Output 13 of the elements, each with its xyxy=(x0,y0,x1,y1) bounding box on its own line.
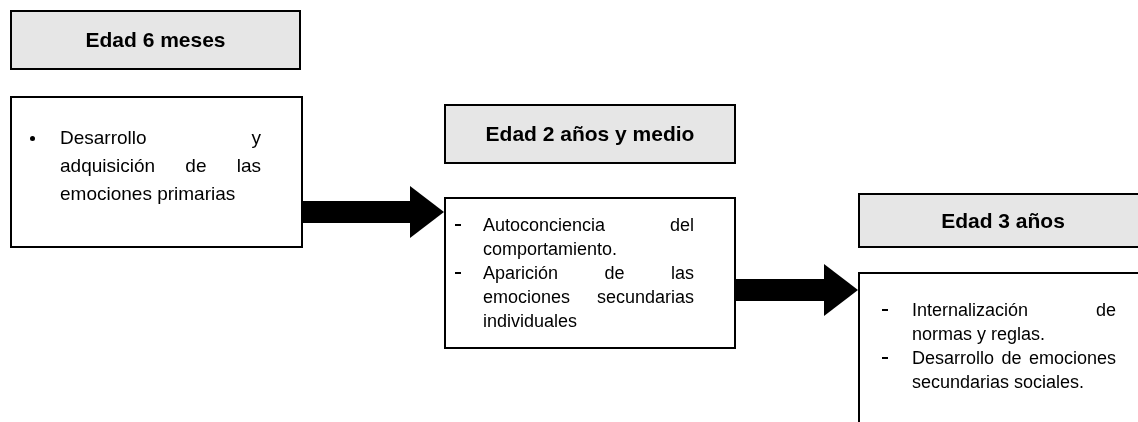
description-box xyxy=(444,197,736,349)
list-item-text: Internalización de normas y reglas. xyxy=(912,299,1116,346)
block-arrow xyxy=(736,264,858,316)
age-header-box: Edad 6 meses xyxy=(10,10,301,70)
description-box xyxy=(10,96,303,248)
block-arrow xyxy=(303,186,444,238)
description-box xyxy=(858,272,1138,422)
age-header-box: Edad 2 años y medio xyxy=(444,104,736,164)
age-header-box: Edad 3 años xyxy=(858,193,1138,248)
list-item-text: Autoconciencia del comportamiento. xyxy=(483,214,694,261)
list-item-text: Aparición de las emociones secundarias individuales xyxy=(483,262,694,333)
list-item-text: Desarrollo de emociones secundarias sociales. xyxy=(912,347,1116,394)
list-item-text: Desarrollo y adquisición de las emociones primarias xyxy=(60,126,261,206)
